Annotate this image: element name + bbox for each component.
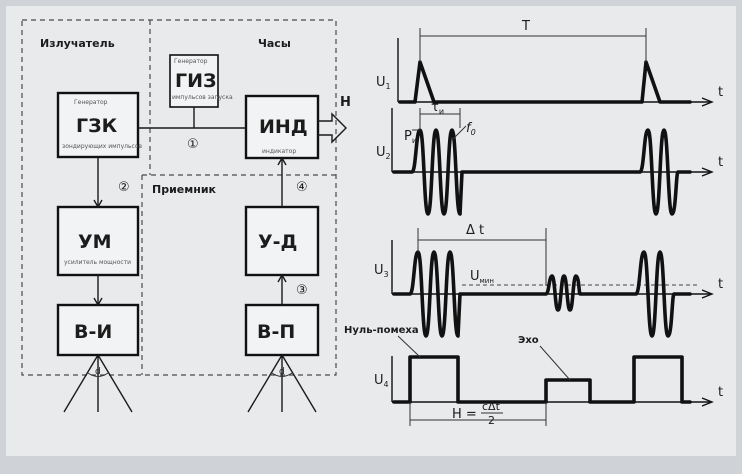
u3-axis-arrow: [701, 289, 714, 299]
range-formula-numerator: cΔt: [482, 400, 501, 413]
block-ud-title: У-Д: [258, 231, 297, 253]
section-title-receiver: Приемник: [152, 183, 217, 196]
antenna-emitter-angle: [87, 372, 109, 377]
null-noise-label: Нуль-помеха: [344, 325, 419, 336]
block-ud: [244, 205, 320, 277]
u4-axis-arrow: [701, 397, 714, 407]
section-title-emitter: Излучатель: [40, 37, 115, 50]
block-giz-caption-bottom: импульсов запуска: [172, 94, 233, 101]
u2-axis-arrow: [701, 167, 714, 177]
u2-tau-label: τи: [431, 100, 444, 116]
range-formula-denominator: 2: [488, 414, 495, 427]
u2-amplitude-label: Pи: [404, 129, 417, 145]
u2-carrier-label: f0: [466, 121, 476, 137]
u4-label: U4: [374, 373, 389, 389]
block-um: [56, 205, 140, 277]
u1-t-label: t: [718, 85, 723, 100]
antenna-emitter-label: d: [95, 367, 101, 377]
block-gzk-caption-top: Генератор: [74, 99, 108, 106]
u2-signal: [392, 128, 692, 216]
arrow-up-ud: [277, 273, 287, 283]
outer-frame: [21, 19, 337, 376]
block-diagram: Излучатель Часы Приемник Генератор ГЗК з…: [21, 19, 351, 413]
antenna-emitter-icon: [63, 354, 133, 413]
u2-label: U2: [376, 145, 391, 161]
null-noise-leader: [397, 335, 421, 358]
echo-leader: [539, 345, 571, 381]
antenna-receiver-icon: [247, 354, 317, 413]
range-formula-left: H =: [452, 407, 477, 422]
block-vi-title: В-И: [74, 321, 112, 343]
u1-axis-arrow: [701, 97, 714, 107]
u1-signal: [398, 60, 692, 104]
u1-label: U1: [376, 75, 391, 91]
u1-period-label: T: [521, 19, 530, 34]
block-ind-title: ИНД: [259, 116, 308, 138]
antenna-receiver-label: d: [279, 367, 285, 377]
u4-t-label: t: [718, 385, 723, 400]
u3-label: U3: [374, 263, 389, 279]
u2-carrier-leader: [451, 125, 467, 141]
arrow-down-vi: [93, 297, 103, 307]
u3-threshold-label: Uмин: [470, 269, 494, 285]
antenna-receiver-angle: [271, 372, 293, 377]
block-um-caption: усилитель мощности: [64, 259, 131, 266]
echo-label: Эхо: [518, 335, 539, 346]
block-gzk-title: ГЗК: [76, 115, 118, 137]
block-um-title: УМ: [78, 231, 112, 253]
u4-signal: [392, 355, 692, 404]
u3-signal: [392, 250, 692, 338]
block-vp-title: В-П: [257, 321, 295, 343]
arrow-down-um: [93, 199, 103, 209]
block-gzk-caption-bottom: зондирующих импульсов: [62, 143, 142, 150]
arrow-up-ind: [277, 156, 287, 166]
block-ind-caption: индикатор: [262, 148, 296, 155]
block-vp: [244, 303, 320, 357]
marker-3: ③: [296, 283, 308, 298]
u2-t-label: t: [718, 155, 723, 170]
block-giz-title: ГИЗ: [175, 70, 217, 92]
block-ind: [244, 94, 320, 160]
output-label: Н: [340, 95, 351, 110]
marker-2: ②: [118, 180, 130, 195]
output-arrow-icon: [318, 112, 347, 144]
block-giz-caption-top: Генератор: [174, 58, 208, 65]
timing-diagram: U1 t T U2 t τи Pи f0 U3 t Uмин Δ t: [344, 19, 723, 427]
section-title-clock: Часы: [258, 37, 291, 50]
marker-4: ④: [296, 180, 308, 195]
marker-1: ①: [187, 137, 199, 152]
u3-t-label: t: [718, 277, 723, 292]
u3-delay-label: Δ t: [466, 223, 484, 238]
